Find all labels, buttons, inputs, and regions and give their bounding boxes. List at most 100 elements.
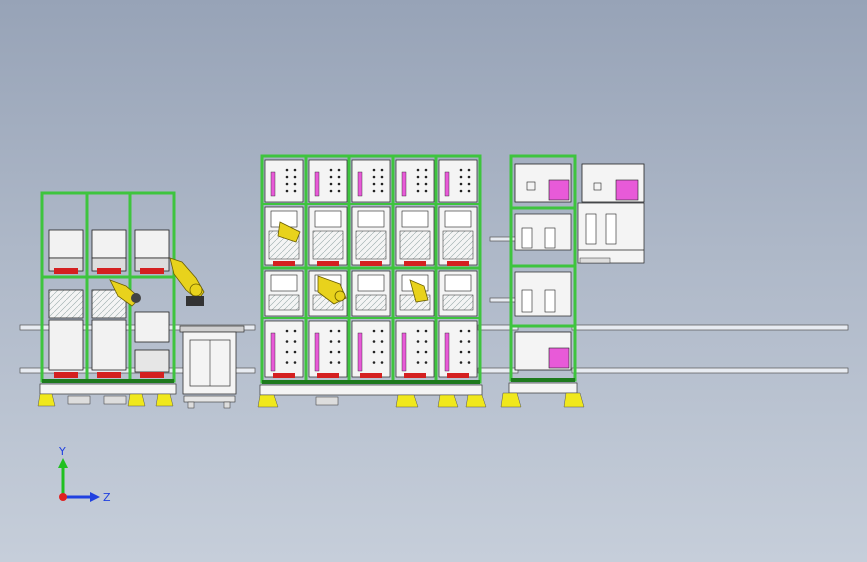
- module-dot: [372, 182, 376, 186]
- module-dot: [459, 350, 463, 354]
- module-dot: [372, 329, 376, 333]
- module-dot: [459, 182, 463, 186]
- module-dot: [329, 182, 333, 186]
- module-dot: [467, 189, 471, 193]
- module-dot: [285, 329, 289, 333]
- module-dot: [372, 168, 376, 172]
- robot-arm-left[interactable]: [109, 257, 205, 307]
- module-dot: [337, 168, 341, 172]
- rail-lower-middle: [477, 367, 519, 374]
- triad-origin: [59, 493, 67, 501]
- module-dot: [467, 175, 471, 179]
- red-tray: [404, 373, 426, 378]
- module-dot: [285, 168, 289, 172]
- module-dot: [424, 350, 428, 354]
- module-dot: [467, 350, 471, 354]
- module-dot: [380, 175, 384, 179]
- module-dot: [337, 182, 341, 186]
- module-dot: [416, 168, 420, 172]
- module-dot: [467, 168, 471, 172]
- robot-arm-middle[interactable]: [277, 221, 429, 305]
- red-tray: [273, 373, 295, 378]
- module-dot: [337, 361, 341, 364]
- middle-cell-feet: [257, 384, 487, 408]
- triad-z-label: Z: [103, 491, 111, 504]
- left-storage-cell[interactable]: [37, 191, 177, 407]
- module-dot: [329, 168, 333, 172]
- module-dot: [424, 340, 428, 343]
- right-storage-cell[interactable]: [500, 154, 585, 408]
- module-screen: [444, 210, 472, 228]
- module-dot: [329, 189, 333, 193]
- module-dot: [380, 168, 384, 172]
- module-indicator: [270, 332, 276, 372]
- module-mechanism: [312, 230, 344, 260]
- module-dot: [329, 361, 333, 364]
- module-indicator: [401, 171, 407, 197]
- module-dot: [293, 350, 297, 354]
- module-dot: [372, 175, 376, 179]
- module-mechanism: [355, 230, 387, 260]
- module-dot: [380, 182, 384, 186]
- module-dot: [293, 189, 297, 193]
- module-dot: [329, 340, 333, 343]
- module-housing: [395, 320, 435, 378]
- module-indicator: [270, 171, 276, 197]
- module-indicator: [357, 171, 363, 197]
- module-dot: [337, 329, 341, 333]
- middle-storage-cell[interactable]: [257, 154, 487, 408]
- module-dot: [459, 329, 463, 333]
- module-dot: [285, 340, 289, 343]
- module-dot: [380, 350, 384, 354]
- module-dot: [459, 168, 463, 172]
- module-dot: [416, 340, 420, 343]
- module-mechanism: [442, 294, 474, 311]
- rail-lower-right: [571, 367, 849, 374]
- module-housing: [264, 320, 304, 378]
- module-dot: [285, 175, 289, 179]
- module-dot: [285, 182, 289, 186]
- module-housing: [264, 159, 304, 203]
- module-dot: [329, 175, 333, 179]
- module-dot: [293, 182, 297, 186]
- workstation-table[interactable]: [179, 325, 245, 409]
- module-housing: [308, 159, 348, 203]
- module-dot: [424, 189, 428, 193]
- module-indicator: [314, 332, 320, 372]
- module-dot: [380, 340, 384, 343]
- module-dot: [329, 329, 333, 333]
- module-dot: [372, 350, 376, 354]
- module-dot: [424, 182, 428, 186]
- module-dot: [459, 340, 463, 343]
- module-dot: [337, 175, 341, 179]
- middle-modules: [264, 159, 478, 378]
- module-indicator: [314, 171, 320, 197]
- module-dot: [467, 340, 471, 343]
- module-dot: [416, 361, 420, 364]
- module-dot: [285, 361, 289, 364]
- red-tray: [273, 261, 295, 266]
- red-tray: [317, 373, 339, 378]
- module-housing: [351, 320, 391, 378]
- triad-y-label: Y: [58, 445, 66, 458]
- module-housing: [438, 159, 478, 203]
- module-dot: [372, 189, 376, 193]
- module-screen: [357, 210, 385, 228]
- module-dot: [424, 361, 428, 364]
- red-tray: [317, 261, 339, 266]
- module-dot: [293, 329, 297, 333]
- module-dot: [372, 361, 376, 364]
- module-dot: [293, 168, 297, 172]
- module-dot: [372, 340, 376, 343]
- right-extension-module[interactable]: [577, 163, 645, 264]
- module-dot: [459, 189, 463, 193]
- module-dot: [380, 329, 384, 333]
- module-dot: [337, 340, 341, 343]
- red-tray: [447, 373, 469, 378]
- module-housing: [395, 159, 435, 203]
- left-upper-bins: [48, 229, 170, 274]
- module-mechanism: [442, 230, 474, 260]
- module-screen: [444, 274, 472, 292]
- module-dot: [337, 189, 341, 193]
